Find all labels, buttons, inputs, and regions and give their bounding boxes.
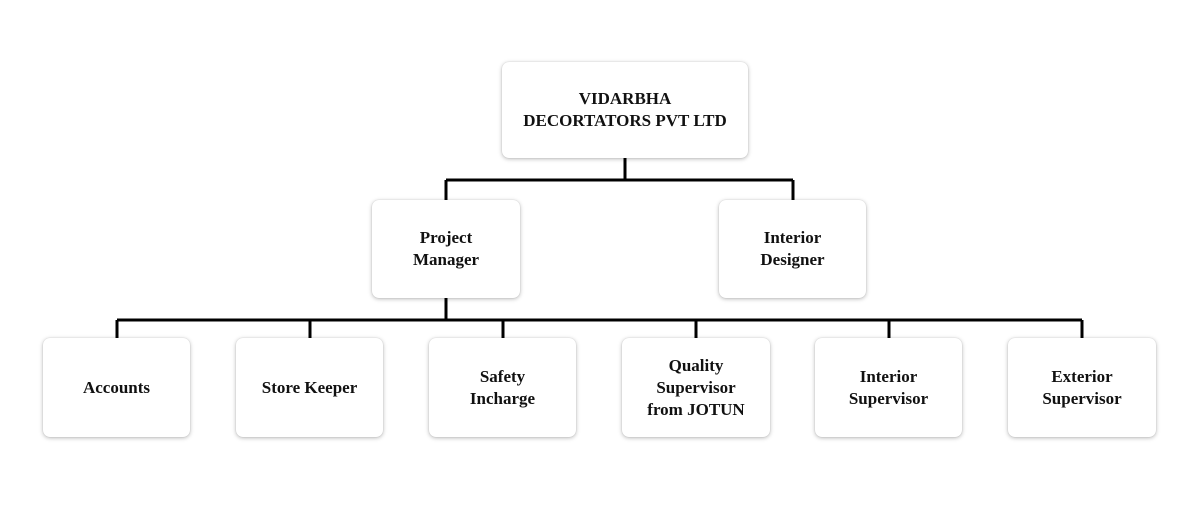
node-store-keeper: Store Keeper: [236, 338, 383, 437]
node-interior-designer: Interior Designer: [719, 200, 866, 298]
node-company-label: VIDARBHA DECORTATORS PVT LTD: [523, 89, 727, 130]
node-quality-supervisor: Quality Supervisor from JOTUN: [622, 338, 770, 437]
node-project-manager: Project Manager: [372, 200, 520, 298]
node-project-manager-label: Project Manager: [412, 228, 480, 269]
node-interior-supervisor-label: Interior Supervisor: [848, 366, 929, 408]
node-accounts-label: Accounts: [82, 377, 151, 397]
node-accounts: Accounts: [43, 338, 190, 437]
node-company: VIDARBHA DECORTATORS PVT LTD: [502, 62, 748, 158]
node-interior-designer-label: Interior Designer: [760, 228, 825, 269]
node-exterior-supervisor-label: Exterior Supervisor: [1042, 366, 1122, 408]
node-interior-supervisor: Interior Supervisor: [815, 338, 962, 437]
node-quality-supervisor-label: Quality Supervisor from JOTUN: [647, 355, 745, 419]
node-store-keeper-label: Store Keeper: [261, 377, 358, 397]
node-safety-incharge: Safety Incharge: [429, 338, 576, 437]
node-safety-incharge-label: Safety Incharge: [469, 366, 536, 408]
node-exterior-supervisor: Exterior Supervisor: [1008, 338, 1156, 437]
